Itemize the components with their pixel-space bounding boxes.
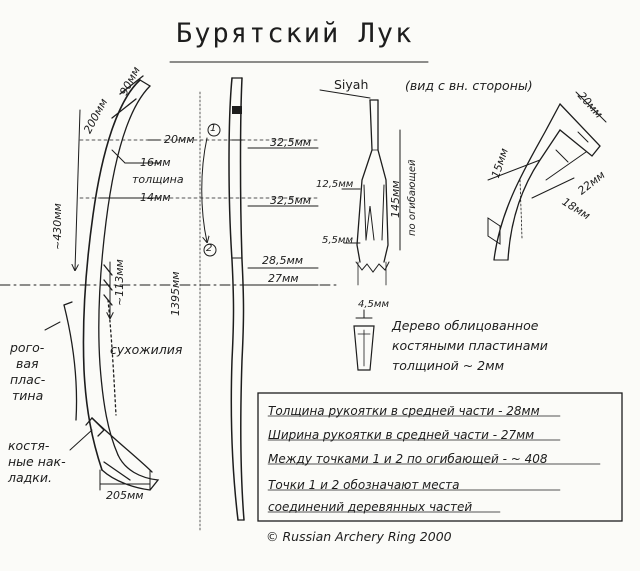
sinew-label: сухожилия	[110, 342, 183, 357]
copyright: © Russian Archery Ring 2000	[266, 529, 452, 544]
label-16mm: 16мм	[140, 156, 171, 169]
note-points-meaning-2: соединений деревянных частей	[268, 500, 473, 514]
horn-plate-label-4: тина	[12, 388, 44, 403]
label-thickness: толщина	[132, 173, 184, 186]
siyah-detail	[355, 99, 390, 286]
siyah-title: Siyah	[334, 77, 369, 92]
horn-plate-label-3: плас-	[10, 372, 46, 387]
label-4-5: 4,5мм	[358, 299, 389, 310]
note-points-meaning-1: Точки 1 и 2 обозначают места	[268, 478, 460, 492]
notes-box	[257, 392, 623, 522]
limb-profile	[63, 79, 160, 491]
cross-section-detail	[353, 309, 375, 371]
label-14mm: 14мм	[140, 191, 171, 204]
note-grip-width: Ширина рукоятки в средней части - 27мм	[268, 428, 535, 442]
point-2-label: 2	[206, 243, 213, 254]
wood-note-line-1: Дерево облицованное	[392, 318, 539, 333]
tip-detail	[487, 103, 601, 261]
bone-overlay-label-1: костя-	[8, 438, 50, 453]
horn-plate-label-1: рого-	[10, 340, 45, 355]
label-430mm: ~430мм	[51, 203, 64, 250]
siyah-leader	[319, 89, 371, 99]
label-20mm: 20мм	[164, 133, 195, 146]
label-113mm: ~113мм	[113, 259, 126, 306]
diagram-title: Бурятский Лук	[176, 18, 414, 49]
note-points-distance: Между точками 1 и 2 по огибающей - ~ 408	[268, 452, 548, 466]
label-28-5: 28,5мм	[262, 254, 304, 267]
siyah-view-caption: (вид с вн. стороны)	[405, 78, 533, 93]
point-1-marker	[207, 123, 221, 137]
point-2-marker	[203, 243, 217, 257]
label-32-5b: 32,5мм	[270, 194, 312, 207]
label-32-5a: 32,5мм	[270, 136, 312, 149]
label-along-curve: по огибающей	[407, 159, 418, 237]
leader-430	[75, 109, 81, 270]
leader-90	[119, 75, 144, 95]
bow-front-view	[228, 77, 245, 521]
wood-note-line-3: толщиной ~ 2мм	[392, 358, 504, 373]
point-1-label: 1	[210, 123, 217, 134]
label-1395mm: 1395мм	[169, 271, 182, 316]
horn-plate-label-2: вая	[16, 356, 39, 371]
label-145mm: 145мм	[389, 180, 402, 218]
note-grip-thickness: Толщина рукоятки в средней части - 28мм	[268, 404, 540, 418]
tip-dim-20	[575, 91, 607, 123]
label-27: 27мм	[268, 272, 299, 285]
bone-overlay-label-2: ные нак-	[8, 454, 66, 469]
label-12-5: 12,5мм	[316, 179, 354, 190]
bone-overlay-label-3: ладки.	[8, 470, 52, 485]
leader-200	[111, 98, 137, 119]
wood-note-line-2: костяными пластинами	[392, 338, 548, 353]
label-5-5: 5,5мм	[322, 235, 353, 246]
label-205mm: 205мм	[106, 489, 144, 502]
